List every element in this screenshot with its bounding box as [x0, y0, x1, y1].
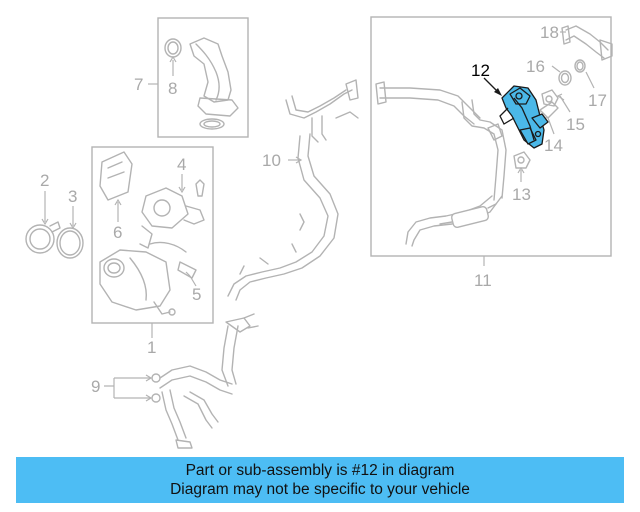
leader-9 — [104, 377, 150, 399]
callout-8: 8 — [168, 79, 177, 98]
part-5-bolt — [177, 261, 197, 287]
callout-15: 15 — [566, 115, 585, 134]
part-11-hose-assembly — [375, 81, 507, 247]
callout-5: 5 — [192, 285, 201, 304]
group-box-7-8 — [157, 17, 249, 138]
part-7-elbow-pipe — [189, 37, 239, 130]
banner-line-part-number: Part or sub-assembly is #12 in diagram — [185, 462, 455, 479]
part-12-highlighted[interactable] — [499, 85, 549, 149]
callout-10: 10 — [262, 151, 281, 170]
info-banner: Part or sub-assembly is #12 in diagram D… — [16, 457, 624, 503]
group-box-11 — [370, 16, 612, 257]
part-15-fitting — [541, 89, 571, 113]
part-17-o-ring — [574, 59, 595, 89]
callout-11: 11 — [474, 271, 492, 290]
callout-3: 3 — [68, 187, 77, 206]
part-18-pipe — [560, 25, 613, 61]
callout-14: 14 — [544, 136, 563, 155]
callout-7: 7 — [134, 75, 143, 94]
part-6-bracket — [99, 151, 133, 222]
part-2-clamp — [25, 191, 61, 254]
part-13-fitting — [513, 151, 531, 182]
callout-17: 17 — [588, 91, 607, 110]
leader-12-arrow — [494, 88, 502, 96]
callout-12[interactable]: 12 — [471, 61, 490, 80]
part-10-hose — [227, 79, 359, 301]
callout-1: 1 — [147, 338, 156, 357]
callout-4: 4 — [177, 155, 186, 174]
part-4-thermostat — [141, 174, 205, 229]
callout-6: 6 — [113, 223, 122, 242]
banner-line-disclaimer: Diagram may not be specific to your vehi… — [170, 481, 470, 498]
callout-13: 13 — [512, 185, 531, 204]
part-housing — [99, 225, 187, 316]
callout-9: 9 — [91, 377, 100, 396]
part-16-gasket — [551, 65, 572, 86]
part-8-gasket — [164, 38, 182, 76]
callout-2: 2 — [40, 171, 49, 190]
callout-16: 16 — [526, 57, 545, 76]
part-9-hose — [151, 313, 259, 449]
callout-18: 18 — [540, 23, 559, 42]
part-3-o-ring — [56, 206, 84, 259]
